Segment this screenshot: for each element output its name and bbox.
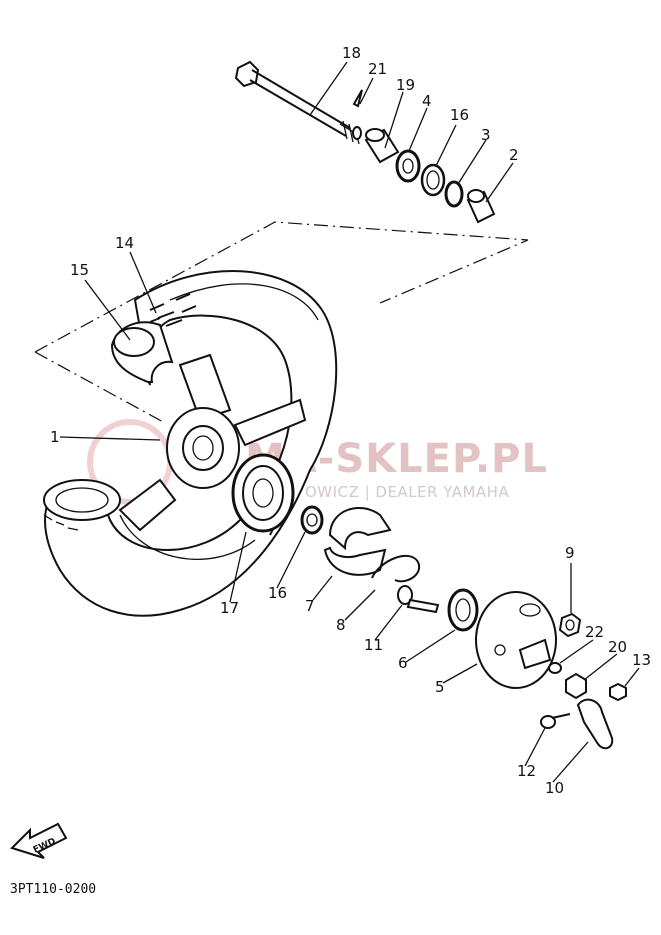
callout-20: 20 xyxy=(608,638,627,656)
inner-tube-15 xyxy=(110,321,174,383)
assembly-guide-lines xyxy=(34,221,529,424)
leader-lines xyxy=(59,61,640,783)
tire-section xyxy=(43,479,121,531)
callout-6: 6 xyxy=(398,654,408,672)
oil-seal-6 xyxy=(447,588,479,632)
wheel-rim xyxy=(118,353,307,536)
brake-arm-10 xyxy=(576,698,614,750)
callout-16a: 16 xyxy=(450,106,469,124)
nut-9 xyxy=(558,612,582,638)
callout-3: 3 xyxy=(481,126,491,144)
callout-16b: 16 xyxy=(268,584,287,602)
collar-19 xyxy=(364,128,400,164)
callout-7: 7 xyxy=(305,597,315,615)
brake-shoe-7 xyxy=(323,506,392,576)
washer-22 xyxy=(548,662,562,674)
oil-seal-16-top xyxy=(420,163,446,197)
fwd-arrow-icon: FWD xyxy=(10,822,68,859)
axle-18 xyxy=(234,60,362,145)
callout-17: 17 xyxy=(220,599,239,617)
callout-4: 4 xyxy=(422,92,432,110)
callout-15: 15 xyxy=(70,261,89,279)
camshaft-11 xyxy=(397,585,440,614)
spring-8 xyxy=(371,554,421,583)
callout-22: 22 xyxy=(585,623,604,641)
callout-14: 14 xyxy=(115,234,134,252)
callout-21: 21 xyxy=(368,60,387,78)
callout-labels: 18 21 19 4 16 3 2 14 15 1 17 16 7 8 11 6… xyxy=(50,44,651,797)
callout-5: 5 xyxy=(435,678,445,696)
tire-tread-14 xyxy=(149,293,197,327)
drum-seal-17 xyxy=(231,453,295,533)
callout-18: 18 xyxy=(342,44,361,62)
circlip-3 xyxy=(444,180,464,208)
oil-seal-16-lower xyxy=(300,505,324,535)
bearing-4 xyxy=(395,149,421,183)
callout-10: 10 xyxy=(545,779,564,797)
bolt-12 xyxy=(540,713,571,729)
drawing-code: 3PT110-0200 xyxy=(10,882,96,897)
callout-12: 12 xyxy=(517,762,536,780)
watermark-sub: OWICZ | DEALER YAMAHA xyxy=(305,483,509,501)
nut-20 xyxy=(565,672,587,700)
callout-2: 2 xyxy=(509,146,519,164)
brake-plate-5 xyxy=(475,591,557,689)
nut-13 xyxy=(609,682,627,702)
callout-13: 13 xyxy=(632,651,651,669)
callout-11: 11 xyxy=(364,636,383,654)
callout-9: 9 xyxy=(565,544,575,562)
cotter-pin-21 xyxy=(352,89,363,108)
callout-1: 1 xyxy=(50,428,60,446)
collar-2 xyxy=(466,189,496,224)
callout-19: 19 xyxy=(396,76,415,94)
callout-8: 8 xyxy=(336,616,346,634)
